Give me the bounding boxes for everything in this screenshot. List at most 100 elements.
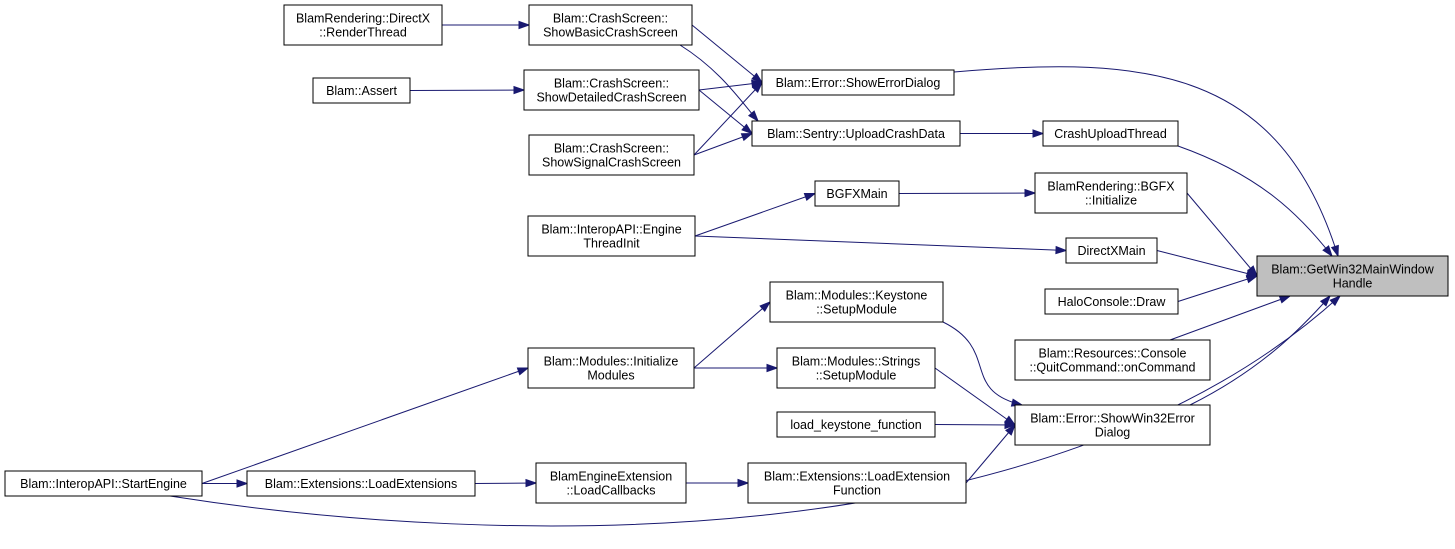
node-load-keystone-function[interactable]: load_keystone_function [776,411,936,438]
edge-line [698,82,763,91]
node-label-line: Modules [587,369,634,383]
arrowhead [1055,245,1068,255]
arrowhead [1322,245,1333,258]
node-label-line: ::RenderThread [319,26,407,40]
edge-assert-to-show_detailed_crash [409,85,526,95]
edge-line [1177,145,1333,257]
edge-load_extensions-to-load_callbacks [474,478,538,488]
edge-engine_thread_init-to-directx_main [694,235,1068,255]
edge-line [934,367,1016,426]
edge-line [1189,295,1331,406]
edge-engine_thread_init-to-bgfx_main [694,192,817,237]
node-label-line: Blam::Modules::Keystone [786,289,928,303]
node-label-line: Function [833,484,881,498]
arrowhead [740,132,754,142]
node-box [1014,404,1211,446]
node-box [283,4,443,46]
node-start-engine[interactable]: Blam::InteropAPI::StartEngine [4,470,203,497]
node-load-extensions[interactable]: Blam::Extensions::LoadExtensions [246,470,476,497]
node-show-basic-crash[interactable]: Blam::CrashScreen::ShowBasicCrashScreen [528,4,693,46]
node-show-detailed-crash[interactable]: Blam::CrashScreen::ShowDetailedCrashScre… [523,69,700,111]
edge-crash_upload_thread-to-target [1177,145,1333,258]
node-directx-main[interactable]: DirectXMain [1065,237,1158,264]
node-box [776,347,936,389]
edge-start_engine-to-load_extensions [202,479,249,488]
node-label-line: ShowDetailedCrashScreen [536,91,686,105]
node-label-line: Blam::Error::ShowErrorDialog [776,76,941,90]
edge-directx_renderthread-to-show_basic_crash [442,20,531,30]
node-label-line: ShowSignalCrashScreen [542,156,681,170]
edge-upload_crash_data-to-crash_upload_thread [960,129,1045,138]
node-box [4,470,203,497]
edge-show_detailed_crash-to-upload_crash_data [698,89,754,135]
node-directx-renderthread[interactable]: BlamRendering::DirectX::RenderThread [283,4,443,46]
node-box [1014,339,1211,381]
node-crash-upload-thread[interactable]: CrashUploadThread [1042,120,1179,147]
node-label-line: Handle [1333,277,1373,291]
arrowhead [1330,244,1339,258]
edge-show_signal_crash-to-show_error_dialog [693,81,764,156]
edge-start_engine-to-modules_initialize [201,367,530,484]
node-show-error-dialog[interactable]: Blam::Error::ShowErrorDialog [761,69,955,96]
edge-line [1169,295,1291,341]
node-box [527,215,696,257]
arrowhead [751,81,764,94]
edge-line [201,367,529,484]
node-label-line: BlamRendering::BGFX [1047,180,1175,194]
node-label-line: ::LoadCallbacks [567,484,656,498]
node-label-line: ShowBasicCrashScreen [543,26,678,40]
edge-line [898,192,1036,194]
edge-line [953,66,1339,257]
node-label-line: Blam::Sentry::UploadCrashData [767,127,945,141]
edge-line [693,301,771,369]
edge-line [1177,275,1258,302]
node-box [527,347,695,389]
edge-line [169,295,1341,527]
arrowhead [1005,423,1016,436]
node-label-line: Blam::GetWin32MainWindow [1271,263,1435,277]
node-label-line: Blam::CrashScreen:: [554,142,669,156]
arrowhead [1319,294,1332,307]
node-strings-setup[interactable]: Blam::Modules::Strings::SetupModule [776,347,936,389]
node-show-signal-crash[interactable]: Blam::CrashScreen::ShowSignalCrashScreen [528,134,695,176]
node-label-line: load_keystone_function [790,418,921,432]
node-upload-crash-data[interactable]: Blam::Sentry::UploadCrashData [751,120,961,147]
node-label-line: Blam::Extensions::LoadExtensions [265,477,457,491]
node-box [1034,172,1188,214]
node-quit-command[interactable]: Blam::Resources::Console::QuitCommand::o… [1014,339,1211,381]
node-label-line: Blam::InteropAPI::Engine [541,223,681,237]
node-label-line: Blam::Modules::Initialize [544,355,679,369]
node-load-callbacks[interactable]: BlamEngineExtension::LoadCallbacks [535,462,687,504]
node-box [535,462,687,504]
node-assert[interactable]: Blam::Assert [312,77,411,104]
edge-show_win32_error-to-target [1189,294,1332,406]
node-box [1256,255,1449,297]
node-label-line: Blam::CrashScreen:: [554,77,669,91]
edge-line [693,82,763,156]
node-bgfx-initialize[interactable]: BlamRendering::BGFX::Initialize [1034,172,1188,214]
edges-layer [169,20,1342,527]
node-bgfx-main[interactable]: BGFXMain [814,180,900,207]
node-halo-console-draw[interactable]: HaloConsole::Draw [1044,288,1179,315]
edge-show_basic_crash-to-show_error_dialog [691,24,764,84]
node-label-line: CrashUploadThread [1054,127,1167,141]
edge-modules_initialize-to-keystone_setup [693,301,772,369]
edge-keystone_setup-to-show_win32_error [942,321,1024,407]
node-box [776,411,936,438]
edge-show_error_dialog-to-target [953,66,1339,258]
node-box [761,69,955,96]
edge-line [691,24,763,83]
node-label-line: BlamRendering::DirectX [296,12,431,26]
arrowhead [236,479,249,488]
node-keystone-setup[interactable]: Blam::Modules::Keystone::SetupModule [769,281,944,323]
arrowhead [741,123,754,135]
node-label-line: ::QuitCommand::onCommand [1029,361,1195,375]
arrowhead [737,478,750,488]
edge-bgfx_main-to-bgfx_initialize [898,188,1037,198]
